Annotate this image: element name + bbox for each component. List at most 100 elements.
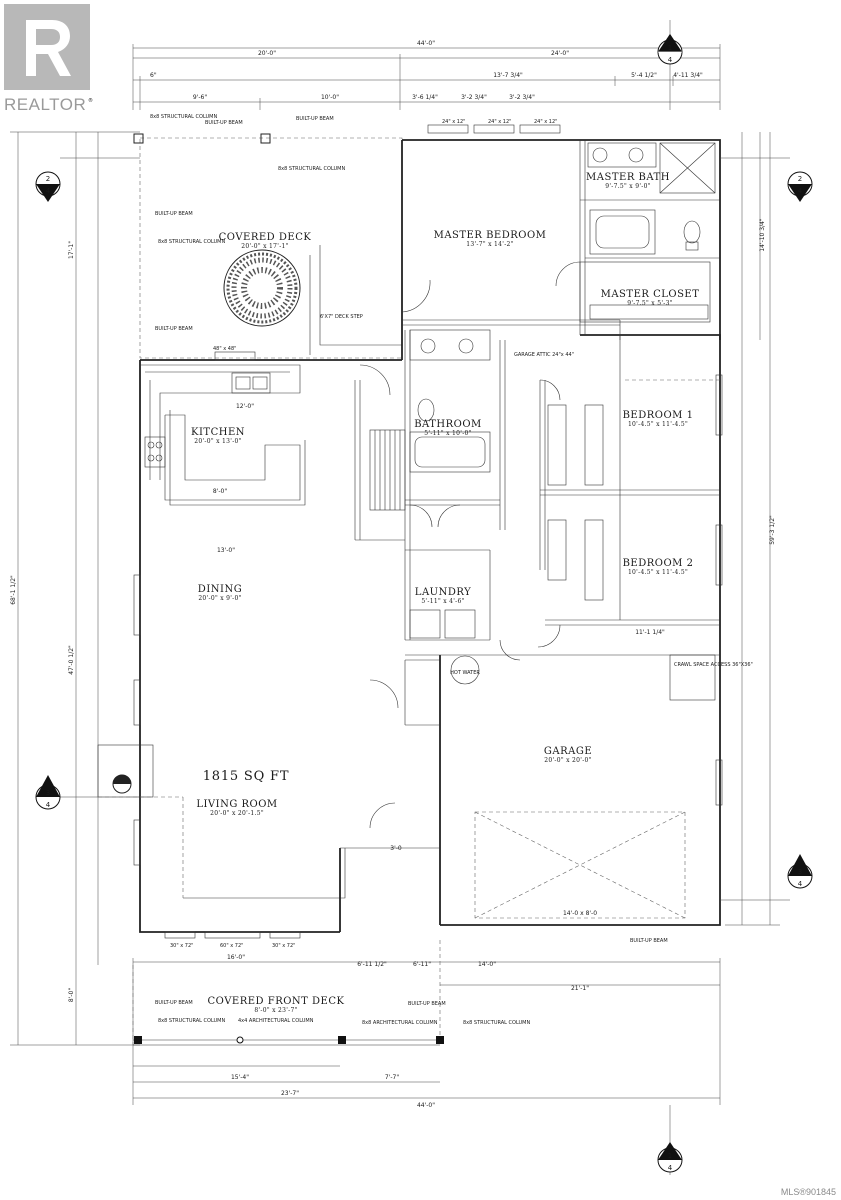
room-labels: COVERED DECK 20'-0" x 17'-1" MASTER BEDR… <box>191 172 699 1014</box>
section-1-bottom-sheet: 4 <box>668 1164 673 1172</box>
room-size-kitchen: 20'-0" x 13'-0" <box>194 438 241 445</box>
deck-table-icon <box>223 249 301 327</box>
total-area: 1815 SQ FT <box>203 769 290 784</box>
dim-right-59-3: 59'-3 1/2" <box>769 515 776 545</box>
dim-top-3-2b: 3'-2 3/4" <box>509 94 535 101</box>
realtor-logo-text: REALTOR <box>4 95 86 114</box>
note-garage-attic: GARAGE ATTIC 24"x 44" <box>514 352 574 358</box>
section-3-right-num: 3 <box>798 868 802 876</box>
section-1-top-num: 1 <box>668 44 672 52</box>
dim-bottom-23-7: 23'-7" <box>281 1090 299 1097</box>
hot-water-tank-icon <box>450 655 480 685</box>
mls-listing-id: MLS®901845 <box>781 1187 836 1197</box>
note-structural-column-1: 8x8 STRUCTURAL COLUMN <box>150 114 217 120</box>
dim-left-overall: 68'-1 1/2" <box>10 575 17 605</box>
section-marker-2-left: 2 4 <box>35 157 140 202</box>
dim-kitchen-12: 12'-0" <box>236 403 254 410</box>
bath-fixtures <box>369 142 716 685</box>
room-name-garage: GARAGE <box>544 746 592 757</box>
room-size-master-bath: 9'-7.5" x 9'-0" <box>605 183 651 190</box>
dim-bottom-14-0: 14'-0" <box>478 961 496 968</box>
realtor-logo: REALTOR ® <box>4 4 93 114</box>
dim-bedroom-width: 11'-1 1/4" <box>635 629 665 636</box>
room-size-master-bedroom: 13'-7" x 14'-2" <box>466 241 513 248</box>
section-2-right-sheet: 4 <box>798 187 803 195</box>
note-structural-column-4: 8x8 STRUCTURAL COLUMN <box>158 1018 225 1024</box>
dim-top-3-2a: 3'-2 3/4" <box>461 94 487 101</box>
section-marker-1-bottom: 1 4 <box>657 1105 683 1175</box>
room-name-bedroom-1: BEDROOM 1 <box>623 410 694 421</box>
window-label-24a: 24" x 12" <box>442 119 465 125</box>
dim-top-6: 6" <box>150 72 157 79</box>
room-size-covered-deck: 20'-0" x 17'-1" <box>241 243 288 250</box>
dim-bottom-6-11b: 6'-11" <box>413 961 431 968</box>
section-2-left-num: 2 <box>46 175 50 183</box>
dim-top-9-6: 9'-6" <box>193 94 207 101</box>
garage-door-symbol <box>474 811 686 919</box>
room-name-covered-deck: COVERED DECK <box>219 232 312 243</box>
note-hot-water: HOT WATER <box>450 670 480 676</box>
section-1-bottom-num: 1 <box>668 1152 672 1160</box>
room-name-master-closet: MASTER CLOSET <box>601 289 700 300</box>
dim-garage-door: 14'-0 x 8'-0 <box>563 910 597 917</box>
section-2-left-sheet: 4 <box>46 187 51 195</box>
dim-bottom-16-0: 16'-0" <box>227 954 245 961</box>
window-label-30a: 30" x 72" <box>170 943 193 949</box>
room-size-bedroom-1: 10'-4.5" x 11'-4.5" <box>628 421 688 428</box>
room-size-covered-front-deck: 8'-0" x 23'-7" <box>254 1007 297 1014</box>
section-3-right-sheet: 4 <box>798 880 803 888</box>
dimension-lines <box>10 44 780 1105</box>
windows: 24" x 12" 24" x 12" 24" x 12" 48" x 48" … <box>133 119 723 949</box>
dim-left-8-0: 8'-0" <box>68 988 75 1002</box>
note-built-up-beam-4: BUILT-UP BEAM <box>155 326 193 332</box>
note-built-up-beam-5: BUILT-UP BEAM <box>630 938 668 944</box>
note-crawl-space: CRAWL SPACE ACCESS 36"X36" <box>674 662 753 668</box>
note-deck-step: 6'X7" DECK STEP <box>320 314 363 320</box>
door-swings <box>359 261 581 829</box>
section-marker-3-right: 3 4 <box>720 854 813 901</box>
room-size-living-room: 20'-0" x 20'-1.5" <box>210 810 264 817</box>
dim-bottom-overall: 44'-0" <box>417 1102 435 1109</box>
dim-left-17-1: 17'-1" <box>68 241 75 259</box>
note-architectural-column-4x4: 4x4 ARCHITECTURAL COLUMN <box>238 1018 314 1024</box>
living-room-fixtures <box>97 744 184 898</box>
room-name-dining: DINING <box>198 584 242 595</box>
interior-walls <box>354 140 720 726</box>
room-size-laundry: 5'-11" x 4'-6" <box>421 598 464 605</box>
window-label-48: 48" x 48" <box>213 346 236 352</box>
room-name-bathroom: BATHROOM <box>414 419 482 430</box>
section-marker-2-right: 2 4 <box>720 157 813 202</box>
section-marker-3-left: 3 4 <box>35 775 98 810</box>
section-1-top-sheet: 4 <box>668 56 673 64</box>
note-built-up-beam-7: BUILT-UP BEAM <box>408 1001 446 1007</box>
room-name-covered-front-deck: COVERED FRONT DECK <box>208 996 345 1007</box>
svg-text:®: ® <box>88 97 93 104</box>
front-deck-outline <box>132 940 444 1046</box>
dim-right-14-10: 14'-10 3/4" <box>759 218 766 252</box>
dim-top-10-0: 10'-0" <box>321 94 339 101</box>
dim-top-3-6: 3'-6 1/4" <box>412 94 438 101</box>
dim-kitchen-8: 8'-0" <box>213 488 227 495</box>
note-structural-column-2: 8x8 STRUCTURAL COLUMN <box>278 166 345 172</box>
note-structural-column-5: 8x8 STRUCTURAL COLUMN <box>463 1020 530 1026</box>
dim-top-left: 20'-0" <box>258 50 276 57</box>
room-name-kitchen: KITCHEN <box>191 427 245 438</box>
room-name-living-room: LIVING ROOM <box>196 799 277 810</box>
window-label-24b: 24" x 12" <box>488 119 511 125</box>
room-name-master-bedroom: MASTER BEDROOM <box>434 230 547 241</box>
room-name-bedroom-2: BEDROOM 2 <box>623 558 694 569</box>
kitchen-cabinets <box>140 364 306 506</box>
window-label-60: 60" x 72" <box>220 943 243 949</box>
room-size-bathroom: 5'-11" x 10'-0" <box>424 430 471 437</box>
dim-top-4-11: 4'-11 3/4" <box>673 72 703 79</box>
dim-top-overall: 44'-0" <box>417 40 435 47</box>
window-label-30b: 30" x 72" <box>272 943 295 949</box>
dim-door-3-0: 3'-0 <box>390 845 402 852</box>
note-built-up-beam-6: BUILT-UP BEAM <box>155 1000 193 1006</box>
note-built-up-beam-1: BUILT-UP BEAM <box>205 120 243 126</box>
dim-bottom-7-7: 7'-7" <box>385 1074 399 1081</box>
dim-bottom-15-4: 15'-4" <box>231 1074 249 1081</box>
section-2-right-num: 2 <box>798 175 802 183</box>
note-built-up-beam-3: BUILT-UP BEAM <box>155 211 193 217</box>
dim-top-right: 24'-0" <box>551 50 569 57</box>
